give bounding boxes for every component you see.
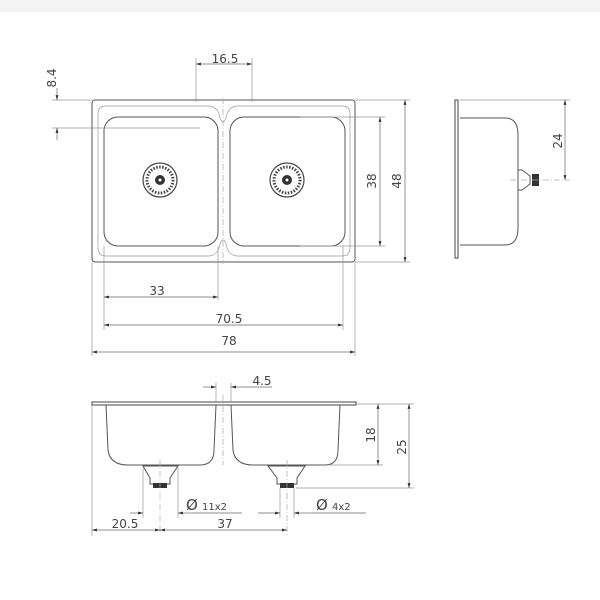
- dim-8-4: 8.4: [45, 68, 59, 87]
- right-bowl-profile: [230, 404, 341, 466]
- dim-25: 25: [395, 439, 409, 454]
- dim-18: 18: [364, 427, 378, 442]
- dim-11x2: 11x2: [202, 502, 227, 513]
- inner-rim: [97, 105, 351, 257]
- dim-70-5: 70.5: [216, 312, 243, 326]
- dim-24: 24: [551, 133, 565, 148]
- dim-38: 38: [365, 173, 379, 188]
- dim-16-5: 16.5: [212, 52, 239, 66]
- diameter-symbol: Ø: [186, 496, 198, 514]
- front-view: 4.5 18 25 Ø 11x2 Ø 4x2 20.5 37: [91, 374, 414, 536]
- dim-20-5: 20.5: [112, 517, 139, 531]
- dim-4x2: 4x2: [332, 502, 351, 513]
- sink-outline: [91, 99, 356, 263]
- side-view: 24: [454, 99, 570, 259]
- left-bowl: [103, 116, 219, 247]
- dim-33: 33: [149, 284, 164, 298]
- dim-48: 48: [390, 173, 404, 188]
- top-bar: [0, 0, 600, 12]
- diameter-symbol: Ø: [316, 496, 328, 514]
- left-bowl-profile: [105, 404, 217, 466]
- left-drain-strainer-icon: [142, 162, 178, 198]
- dim-37: 37: [217, 517, 232, 531]
- dim-78: 78: [221, 334, 236, 348]
- right-bowl: [229, 116, 346, 247]
- dim-4-5: 4.5: [252, 374, 271, 388]
- top-view: 16.5 8.4 38 48 33 70.5 78: [45, 52, 410, 356]
- right-drain-strainer-icon: [269, 162, 305, 198]
